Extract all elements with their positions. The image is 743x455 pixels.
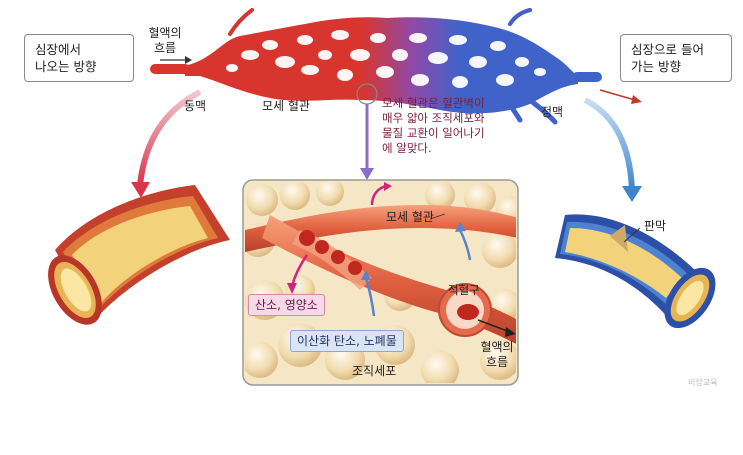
heart-in-callout: 심장으로 들어 가는 방향 [620, 34, 732, 82]
inset-capillary-label: 모세 혈관 [386, 210, 434, 224]
heart-out-callout: 심장에서 나오는 방향 [24, 34, 134, 82]
vein-cross-section [555, 214, 716, 329]
top-flow-arrows [160, 56, 642, 104]
capillary-network [150, 8, 602, 125]
artery-vessel [150, 64, 190, 74]
capillary-label: 모세 혈관 [262, 99, 310, 113]
watermark: 비상교육 [688, 378, 718, 387]
flow-top-label: 혈액의 흐름 [148, 26, 182, 55]
rbc-label: 적혈구 [448, 283, 480, 297]
heart-out-text: 심장에서 나오는 방향 [35, 42, 97, 74]
red-blood-cell [457, 304, 479, 320]
vein-label: 정맥 [541, 105, 564, 119]
vein-vessel [572, 72, 602, 82]
vein-curve-arrow [583, 97, 635, 191]
co2-waste-tag: 이산화 탄소, 노폐물 [290, 330, 404, 352]
valve [610, 225, 628, 252]
heart-in-text: 심장으로 들어 가는 방향 [631, 42, 704, 74]
oxygen-nutrients-tag: 산소, 영양소 [248, 294, 325, 316]
plaque-label: 판막 [644, 219, 667, 233]
tissue-cells-bg [245, 182, 516, 383]
artery-curve-arrow [137, 89, 202, 186]
artery-cross-section [48, 185, 230, 325]
tissue-cells-label: 조직세포 [352, 364, 397, 378]
flow-inset-label: 혈액의 흐름 [480, 340, 514, 369]
capillary-note: 모세 혈관은 혈관벽이 매우 얇아 조직세포와 물질 교환이 일어나기 에 알맞… [382, 96, 485, 155]
artery-label: 동맥 [184, 99, 207, 113]
